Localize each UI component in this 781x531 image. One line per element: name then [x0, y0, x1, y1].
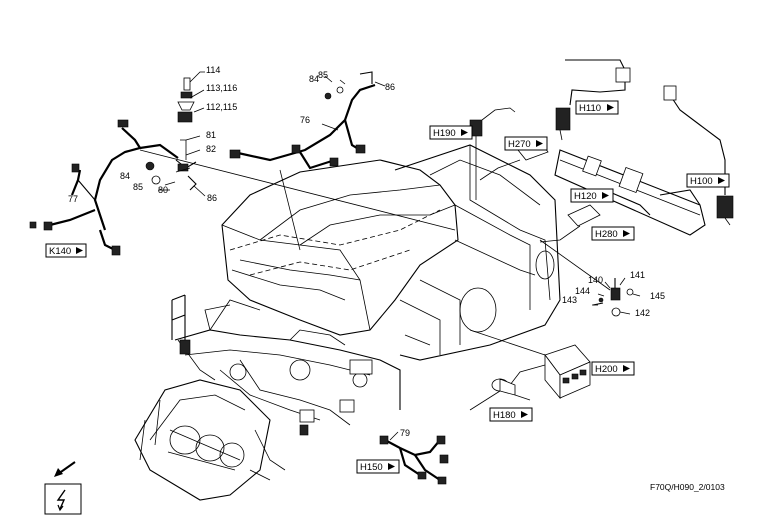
drawing-code: F70Q/H090_2/0103 — [650, 482, 725, 492]
ref-h150[interactable]: H150 — [356, 459, 400, 474]
svg-text:H190: H190 — [433, 128, 456, 139]
svg-text:K140: K140 — [49, 246, 71, 257]
part-label-141: 141 — [630, 270, 645, 280]
arrow-right-icon — [536, 140, 543, 147]
svg-text:H120: H120 — [574, 191, 597, 202]
svg-text:H100: H100 — [690, 176, 713, 187]
part-label-85-top: 85 — [318, 70, 328, 80]
part-label-82: 82 — [206, 144, 216, 154]
sensor-h190 — [469, 107, 516, 200]
arrow-right-icon — [76, 247, 83, 254]
part-label-145: 145 — [650, 291, 665, 301]
part-label-84-top: 84 — [309, 74, 319, 84]
arrow-right-icon — [623, 365, 630, 372]
arrow-right-icon — [607, 104, 614, 111]
part-label-77: 77 — [68, 194, 78, 204]
lightning-bolt-icon — [44, 483, 82, 515]
part-label-113-116: 113,116 — [206, 83, 237, 93]
ref-h120[interactable]: H120 — [570, 188, 614, 203]
harness-77 — [29, 119, 456, 256]
arrow-down-left-icon — [54, 461, 76, 477]
machine-body — [134, 144, 561, 501]
arrow-right-icon — [602, 192, 609, 199]
harness-76 — [229, 71, 386, 251]
ref-h270[interactable]: H270 — [504, 136, 548, 151]
ref-h100[interactable]: H100 — [686, 173, 730, 188]
part-label-112-115: 112,115 — [206, 102, 237, 112]
junction-box-h200 — [469, 329, 591, 400]
part-label-144: 144 — [575, 286, 590, 296]
part-label-142: 142 — [635, 308, 650, 318]
svg-text:H270: H270 — [508, 139, 531, 150]
part-label-86-top: 86 — [385, 82, 395, 92]
fasteners-140-145 — [539, 239, 641, 317]
part-label-85: 85 — [133, 182, 143, 192]
ref-h180[interactable]: H180 — [489, 407, 533, 422]
part-label-81: 81 — [206, 130, 216, 140]
part-number-labels: 114 113,116 112,115 81 82 84 85 80 86 77… — [68, 65, 665, 438]
harness-79 — [379, 431, 449, 485]
part-label-80: 80 — [158, 185, 168, 195]
part-label-86: 86 — [207, 193, 217, 203]
cylinder-h120 — [554, 149, 706, 236]
ref-h190[interactable]: H190 — [429, 125, 473, 140]
module-h280 — [539, 204, 601, 243]
arrow-right-icon — [623, 230, 630, 237]
motor-h180 — [469, 378, 531, 411]
arrow-right-icon — [461, 129, 468, 136]
ref-h280[interactable]: H280 — [591, 226, 635, 241]
fasteners-cluster — [145, 71, 206, 197]
part-label-140: 140 — [588, 275, 603, 285]
part-label-84: 84 — [120, 171, 130, 181]
svg-text:H180: H180 — [493, 410, 516, 421]
svg-text:H280: H280 — [595, 229, 618, 240]
ref-h200[interactable]: H200 — [591, 361, 635, 376]
svg-text:H150: H150 — [360, 462, 383, 473]
arrow-right-icon — [718, 177, 725, 184]
sensor-h100 — [663, 85, 734, 226]
part-label-79: 79 — [400, 428, 410, 438]
part-label-114: 114 — [206, 65, 220, 75]
svg-text:H110: H110 — [579, 103, 601, 114]
arrow-right-icon — [388, 463, 395, 470]
arrow-right-icon — [521, 411, 528, 418]
ref-h110[interactable]: H110 — [575, 100, 619, 115]
svg-text:H200: H200 — [595, 364, 618, 375]
sensor-h110 — [555, 59, 631, 141]
part-label-76: 76 — [300, 115, 310, 125]
ref-k140[interactable]: K140 — [45, 243, 87, 258]
part-label-143: 143 — [562, 295, 577, 305]
